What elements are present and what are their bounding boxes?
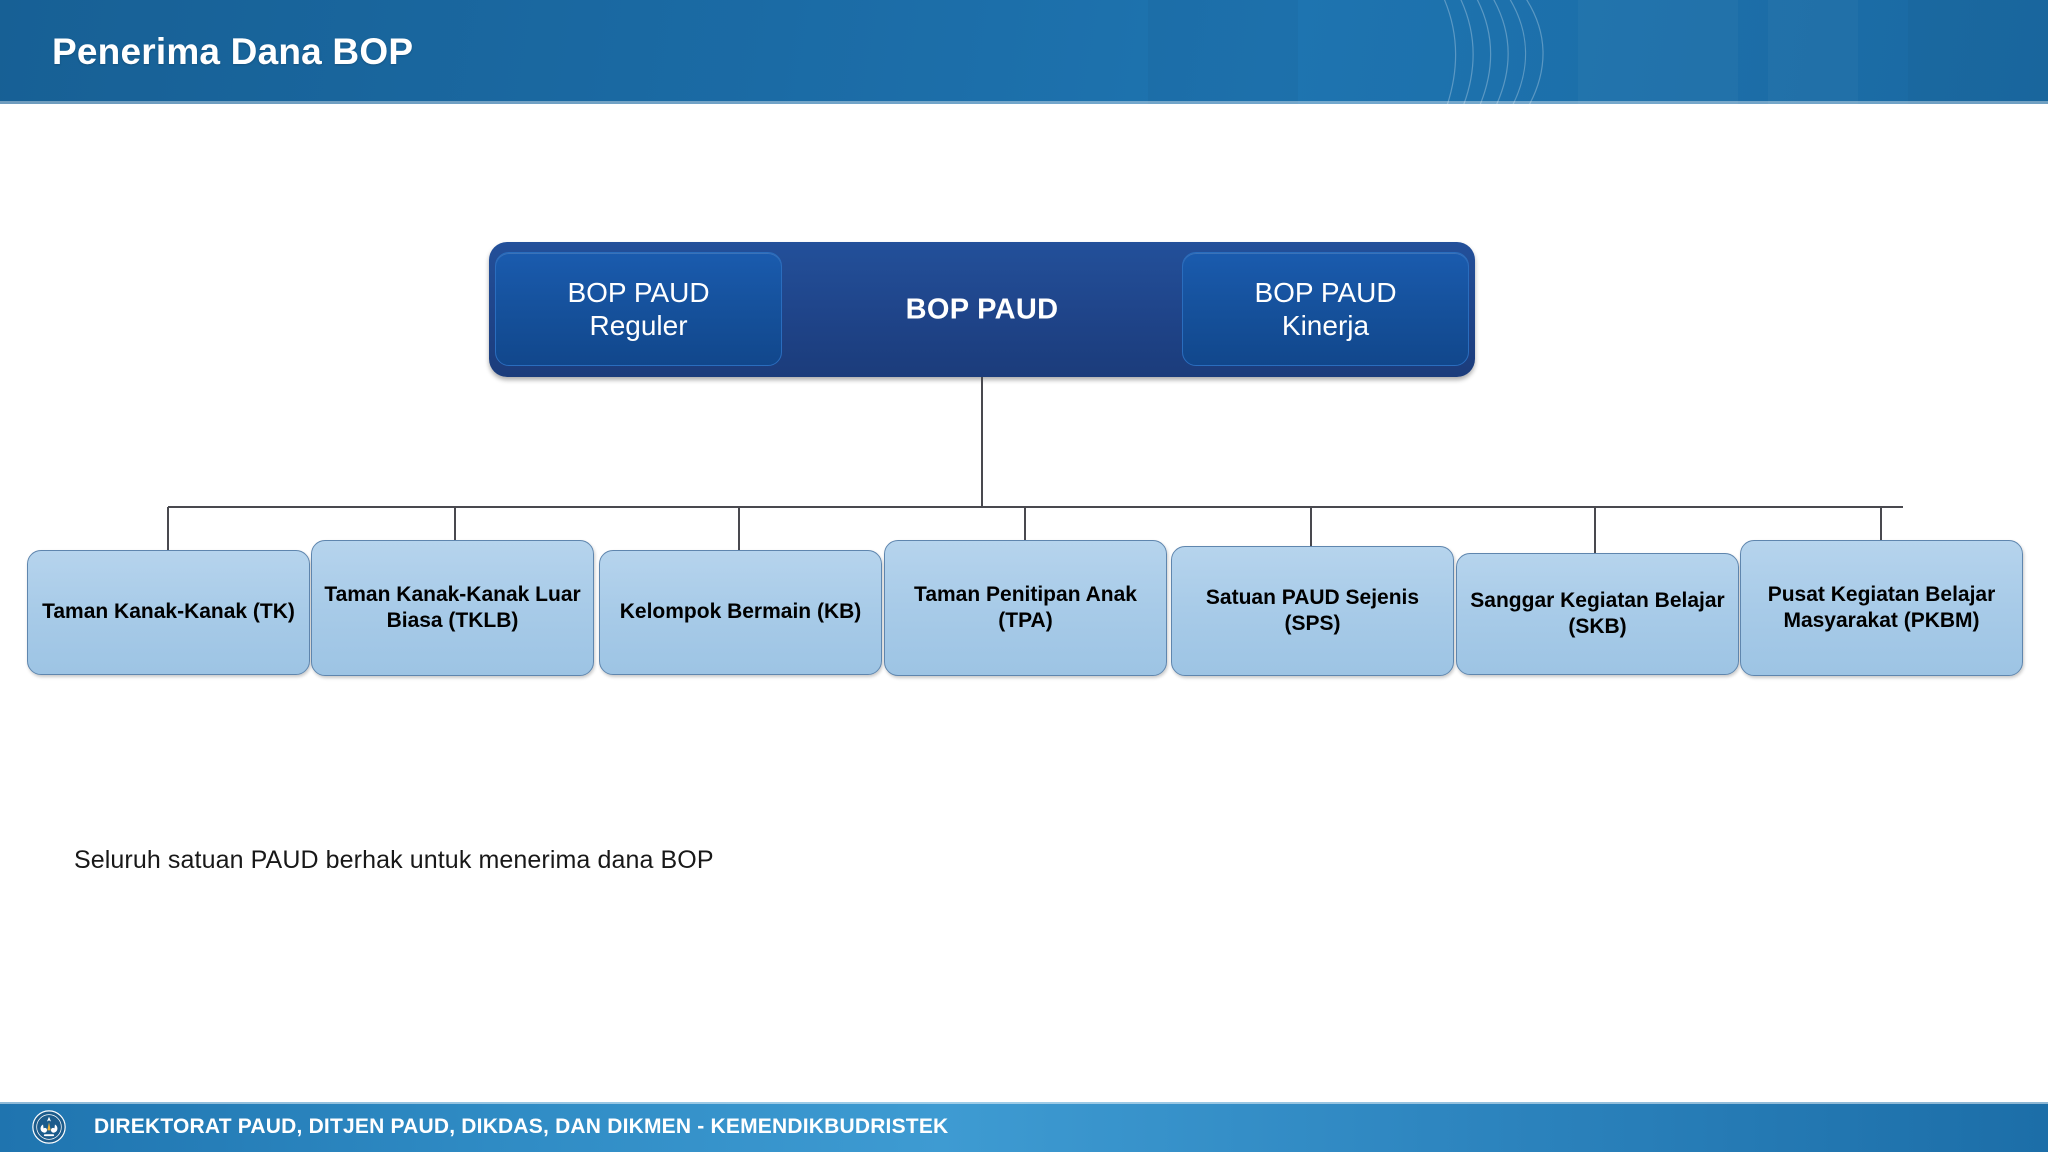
leaf-box-sps[interactable]: Satuan PAUD Sejenis (SPS) — [1171, 546, 1454, 676]
note-text: Seluruh satuan PAUD berhak untuk menerim… — [74, 846, 714, 874]
leaf-box-tk[interactable]: Taman Kanak-Kanak (TK) — [27, 550, 310, 675]
leaf-box-pkbm[interactable]: Pusat Kegiatan Belajar Masyarakat (PKBM) — [1740, 540, 2023, 676]
leaf-box-kb[interactable]: Kelompok Bermain (KB) — [599, 550, 882, 675]
bop-paud-group-box[interactable]: BOP PAUD Reguler BOP PAUD BOP PAUD Kiner… — [489, 242, 1475, 377]
bop-paud-kinerja-box[interactable]: BOP PAUD Kinerja — [1182, 252, 1469, 366]
bop-paud-kinerja-line2: Kinerja — [1281, 310, 1370, 341]
bop-paud-reguler-box[interactable]: BOP PAUD Reguler — [495, 252, 782, 366]
footer-top-line — [0, 1102, 2048, 1104]
leaf-box-skb[interactable]: Sanggar Kegiatan Belajar (SKB) — [1456, 553, 1739, 675]
leaf-box-tklb[interactable]: Taman Kanak-Kanak Luar Biasa (TKLB) — [311, 540, 594, 676]
bop-paud-reguler-line1: BOP PAUD — [567, 276, 710, 308]
header-underline — [0, 101, 2048, 104]
page-title: Penerima Dana BOP — [52, 31, 414, 72]
bop-paud-root-label: BOP PAUD — [905, 293, 1059, 325]
slide-header: Penerima Dana BOP — [0, 0, 2048, 104]
leaf-box-tpa[interactable]: Taman Penitipan Anak (TPA) — [884, 540, 1167, 676]
tut-wuri-handayani-logo — [32, 1110, 66, 1144]
header-decoration — [1443, 0, 1544, 104]
slide-footer: DIREKTORAT PAUD, DITJEN PAUD, DIKDAS, DA… — [0, 1102, 2048, 1152]
bop-paud-kinerja-line1: BOP PAUD — [1254, 276, 1397, 308]
bop-paud-reguler-line2: Reguler — [589, 310, 688, 341]
footer-text: DIREKTORAT PAUD, DITJEN PAUD, DIKDAS, DA… — [94, 1115, 949, 1138]
